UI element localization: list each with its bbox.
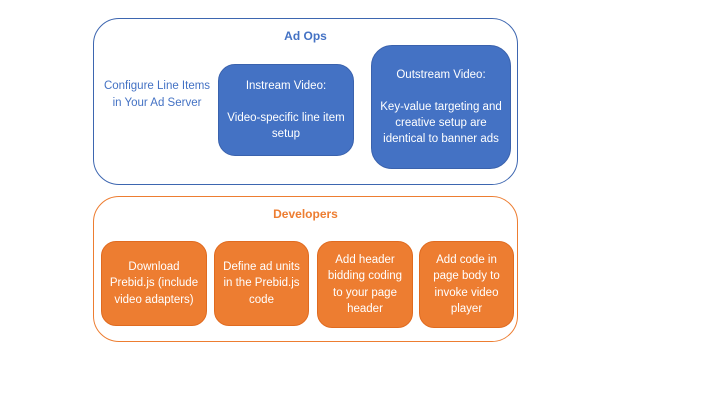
instream-video-box: Instream Video: Video-specific line item… — [218, 64, 354, 156]
outstream-video-text: Outstream Video: Key-value targeting and… — [380, 67, 502, 147]
step-define-ad-units-box: Define ad units in the Prebid.js code — [214, 241, 309, 326]
instream-video-text: Instream Video: Video-specific line item… — [227, 78, 345, 142]
developers-group: Developers Download Prebid.js (include v… — [93, 196, 518, 342]
step-add-page-body-code-label: Add code in page body to invoke video pl… — [433, 254, 500, 315]
developers-title: Developers — [273, 207, 338, 221]
outstream-video-heading: Outstream Video: — [396, 68, 486, 81]
step-add-header-bidding-label: Add header bidding coding to your page h… — [327, 254, 403, 315]
ad-ops-group: Ad Ops Configure Line Items in Your Ad S… — [93, 18, 518, 185]
step-define-ad-units-label: Define ad units in the Prebid.js code — [223, 261, 300, 306]
step-add-page-body-code-box: Add code in page body to invoke video pl… — [419, 241, 514, 328]
outstream-video-body: Key-value targeting and creative setup a… — [380, 100, 502, 146]
ad-ops-title: Ad Ops — [284, 29, 327, 43]
instream-video-body: Video-specific line item setup — [227, 111, 345, 141]
step-add-header-bidding-box: Add header bidding coding to your page h… — [317, 241, 413, 328]
configure-line-items-note: Configure Line Items in Your Ad Server — [103, 80, 211, 110]
step-download-prebid-box: Download Prebid.js (include video adapte… — [101, 241, 207, 326]
step-download-prebid-label: Download Prebid.js (include video adapte… — [109, 261, 199, 306]
instream-video-heading: Instream Video: — [245, 79, 327, 92]
outstream-video-box: Outstream Video: Key-value targeting and… — [371, 45, 511, 169]
